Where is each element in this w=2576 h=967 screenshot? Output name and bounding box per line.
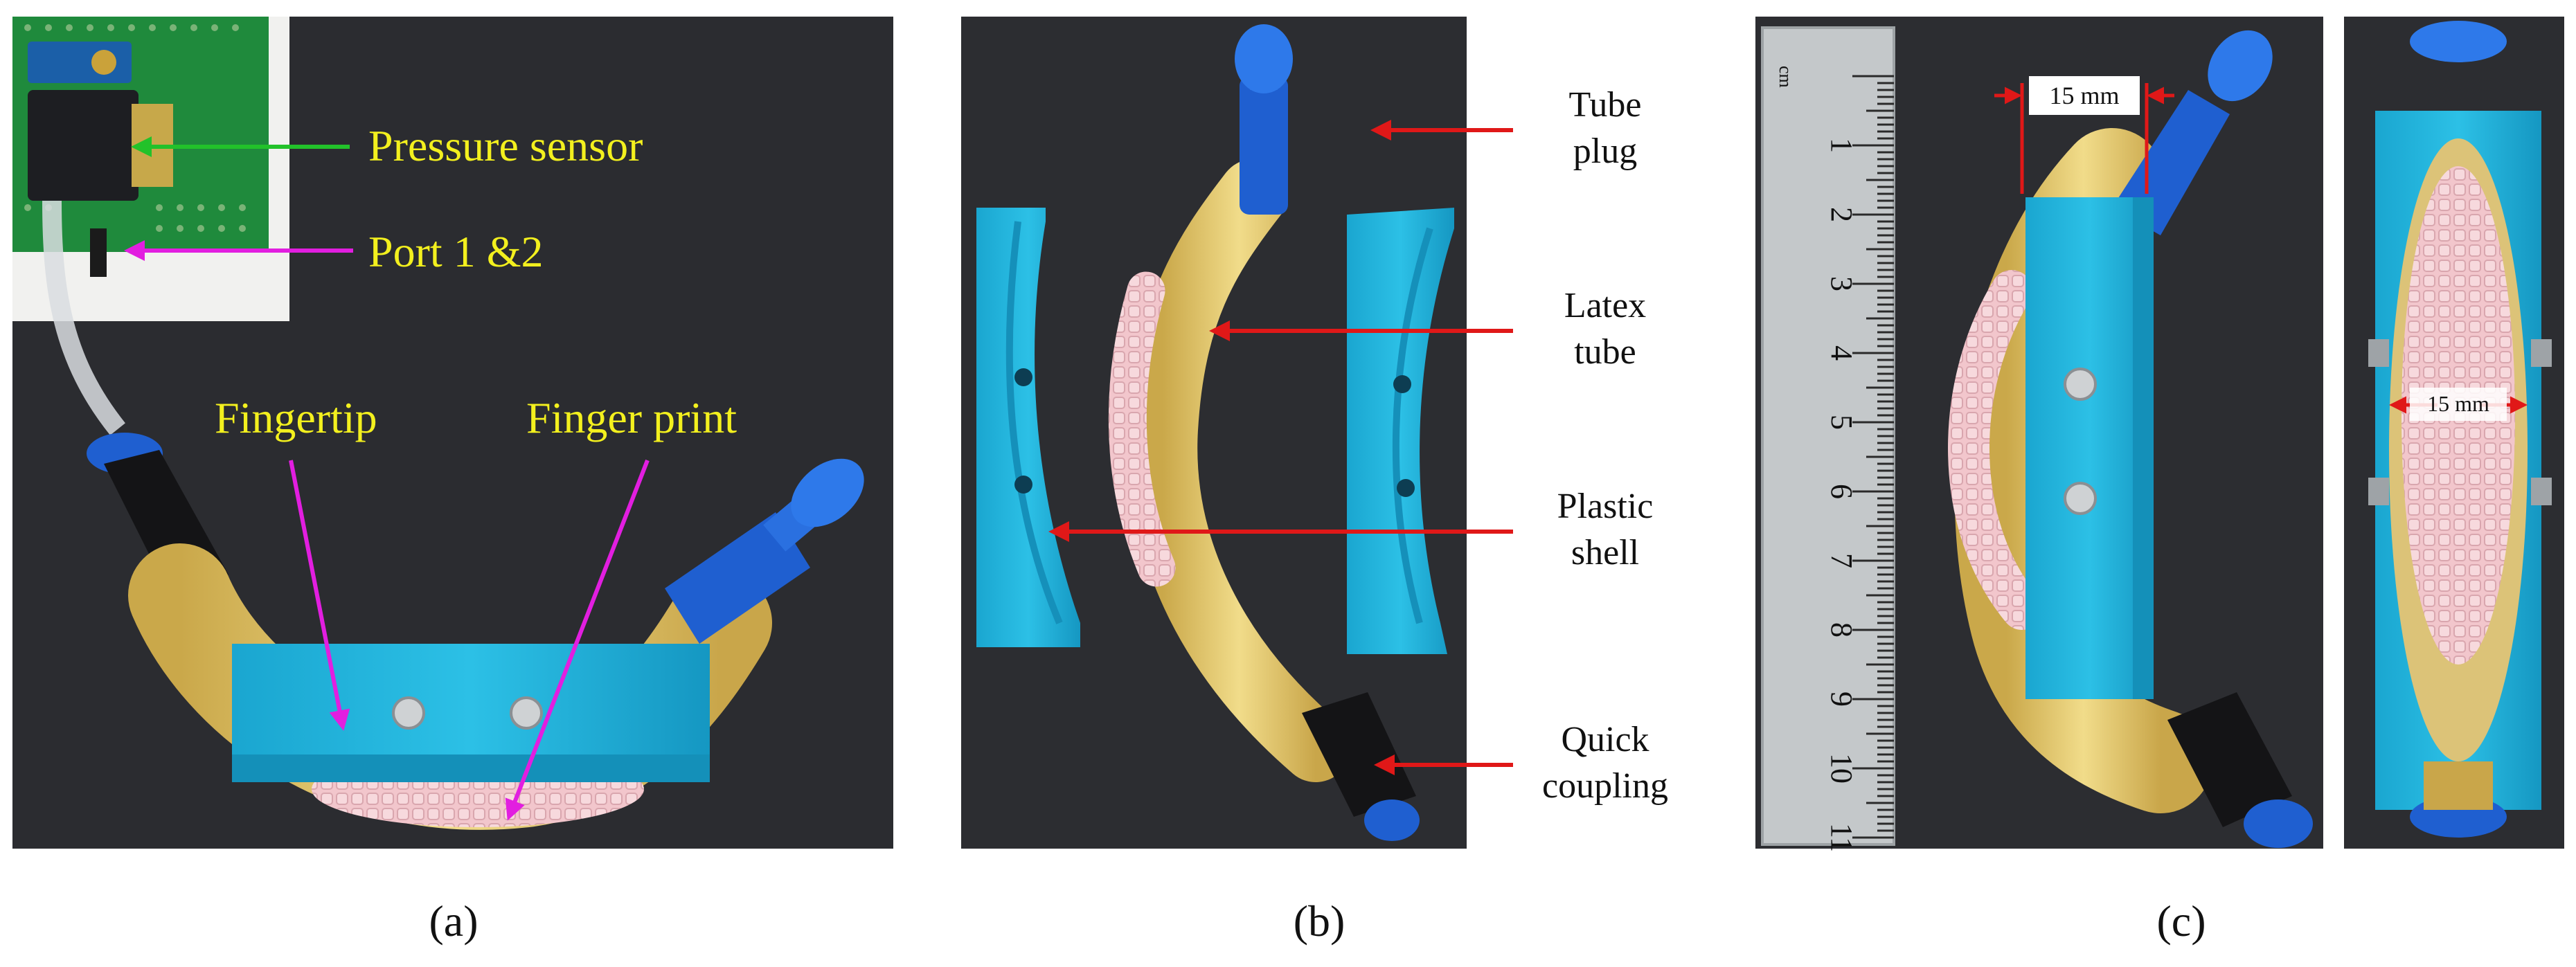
fingertip-shell-c [2025, 197, 2154, 699]
arrow-fingertip [289, 460, 350, 731]
label-fingertip: Fingertip [215, 393, 377, 442]
label-latex-tube-line2: tube [1574, 332, 1636, 372]
fingerprint-c [1948, 270, 2043, 630]
panel-a-photo [12, 17, 893, 849]
dim-label-box-2 [2410, 388, 2507, 421]
label-finger-print: Finger print [526, 393, 737, 442]
label-plastic-shell-line2: shell [1571, 533, 1639, 572]
dim-label-box-1 [2029, 76, 2140, 115]
ruler-number: 6 [1825, 484, 1859, 499]
panel-c-side-photo [2344, 17, 2564, 849]
ruler-number: 10 [1825, 753, 1859, 784]
label-quick-coupling-line2: coupling [1542, 766, 1668, 806]
caption-c: (c) [2156, 896, 2206, 946]
tube-plug-a [665, 458, 864, 644]
ruler-number: 3 [1825, 276, 1859, 291]
pressure-sensor-chip [28, 90, 138, 201]
fingertip-shell-a [232, 644, 710, 782]
quick-coupling-b [1302, 692, 1420, 841]
dimension-label-1: 15 mm [2049, 82, 2119, 109]
tube-plug-b [1235, 24, 1293, 215]
arrow-finger-print [505, 459, 650, 821]
label-port: Port 1 &2 [368, 227, 543, 276]
ruler-number: 11 [1825, 823, 1859, 852]
label-quick-coupling-line1: Quick [1561, 720, 1649, 759]
ruler-number: 8 [1825, 622, 1859, 638]
quick-coupling-c [2167, 692, 2313, 848]
label-pressure-sensor: Pressure sensor [368, 121, 643, 170]
label-latex-tube-line1: Latex [1564, 286, 1646, 325]
dimension-label-2: 15 mm [2427, 391, 2489, 416]
shell-half-right [1347, 208, 1454, 654]
label-tube-plug-line2: plug [1573, 132, 1637, 171]
label-plastic-shell-line1: Plastic [1557, 487, 1654, 526]
panel-b-photo [961, 17, 1467, 849]
ruler-number: 1 [1825, 138, 1859, 153]
label-tube-plug-line1: Tube [1568, 85, 1641, 125]
caption-b: (b) [1294, 896, 1345, 946]
latex-tube-b [1128, 159, 1350, 782]
ruler-number: 7 [1825, 553, 1859, 568]
caption-a: (a) [429, 896, 478, 946]
ruler-number: 5 [1825, 415, 1859, 430]
ruler-number: 9 [1825, 692, 1859, 707]
sensor-port-nipple [90, 228, 107, 277]
ruler-number: 2 [1825, 207, 1859, 222]
ruler-number: 4 [1825, 345, 1859, 361]
ruler: cm 1 2 3 4 5 6 7 8 9 10 11 [1761, 26, 1895, 852]
ruler-unit: cm [1776, 66, 1796, 88]
clear-tube [42, 200, 125, 435]
panel-c-photo: cm 1 2 3 4 5 6 7 8 9 10 11 [1755, 17, 2323, 852]
